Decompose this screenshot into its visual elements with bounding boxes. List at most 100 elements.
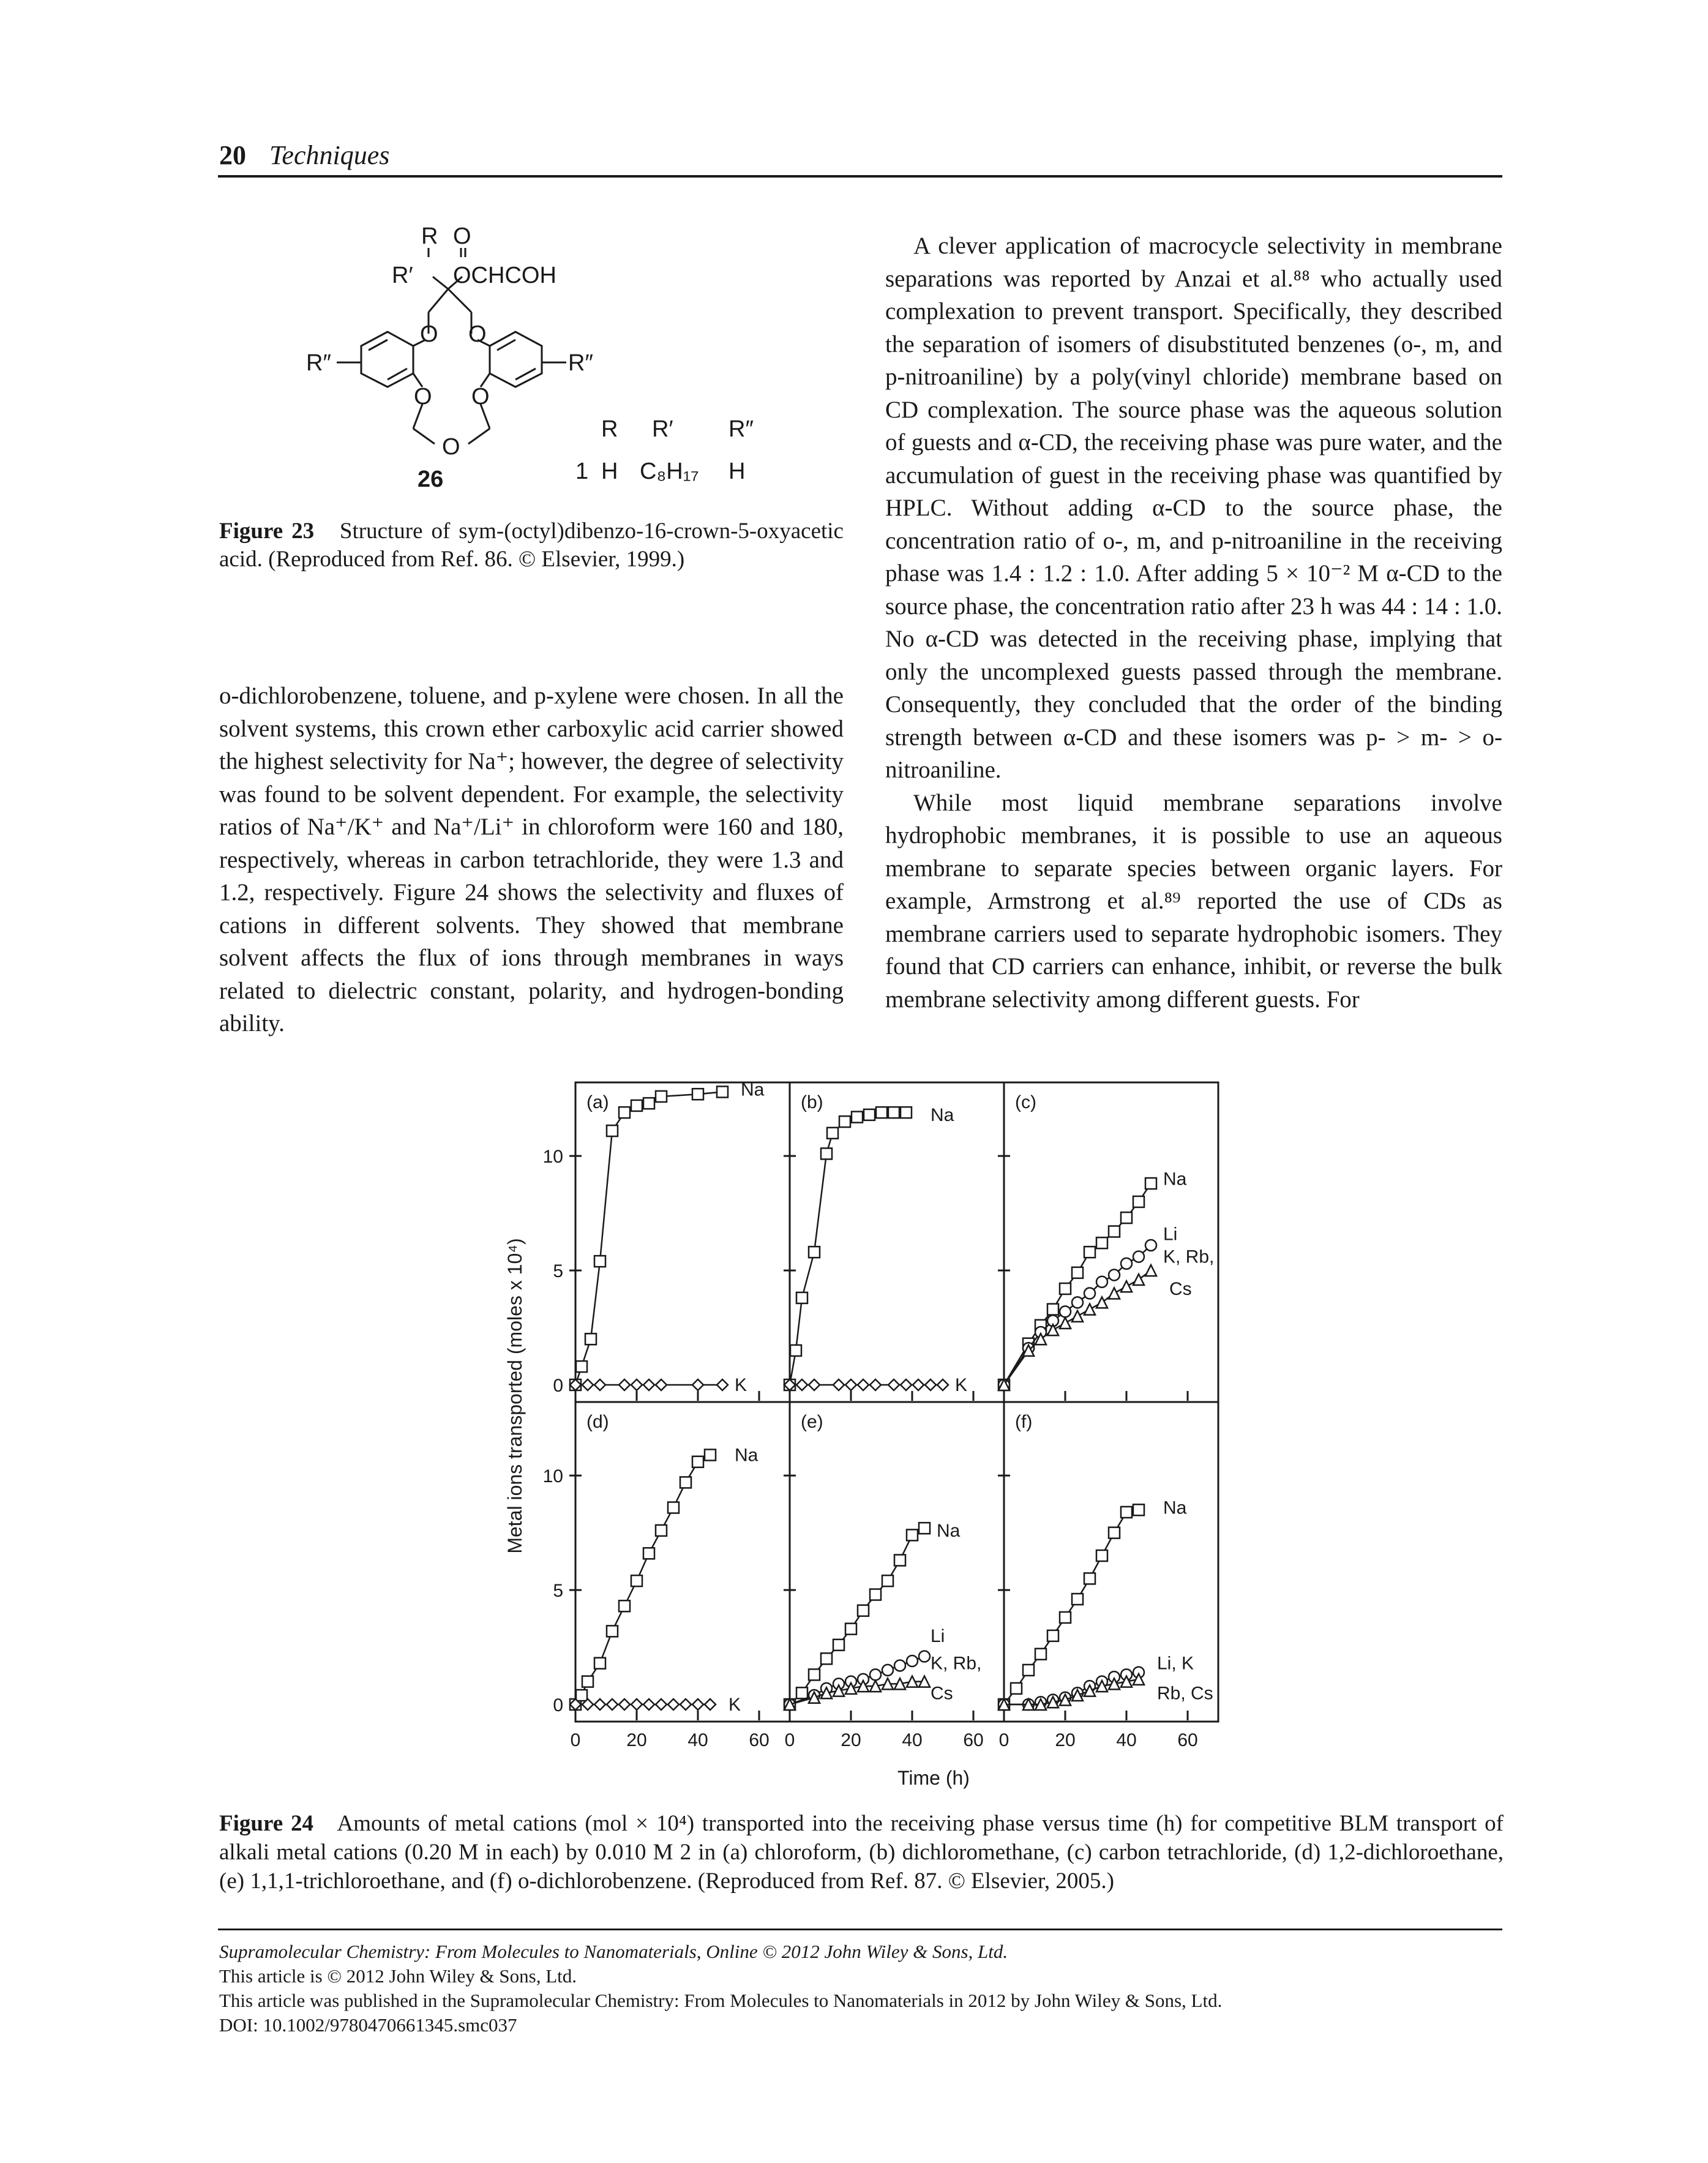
data-point-square [1058,1282,1072,1295]
series-label: Li [1163,1224,1177,1244]
label-O5: O [442,434,460,460]
series-label: Na [1163,1169,1187,1190]
data-point-triangle [807,1690,822,1704]
data-point-diamond [630,1698,643,1711]
data-point-diamond [642,1698,656,1711]
left-paragraph: o-dichlorobenzene, toluene, and p-xylene… [219,683,844,1037]
data-point-square [630,1099,643,1112]
data-point-square [575,1360,588,1373]
panel-label: (d) [586,1412,609,1432]
data-point-diamond [844,1378,858,1392]
x-tick-label: 20 [841,1730,861,1750]
data-point-square [1120,1211,1133,1224]
data-point-diamond [642,1378,656,1392]
data-point-diamond [654,1378,668,1392]
label-O4: O [471,384,490,410]
data-point-diamond [716,1378,729,1392]
x-tick-label: 60 [963,1730,983,1750]
data-point-square [893,1554,907,1567]
data-point-square [642,1096,656,1110]
series-label: K, Rb, [1163,1247,1214,1267]
label-R: R [421,227,438,249]
data-point-circle [905,1654,919,1668]
figure-24-caption-text: Amounts of metal cations (mol × 10⁴) tra… [219,1811,1504,1894]
data-point-diamond [887,1378,901,1392]
data-point-square [869,1588,882,1601]
footer-rule [218,1929,1502,1930]
table-row-num: 1 [575,459,588,484]
data-point-square [1132,1503,1145,1516]
data-point-square [654,1090,668,1103]
data-point-square [820,1147,833,1160]
data-point-diamond [679,1698,692,1711]
data-point-triangle [905,1674,920,1688]
data-point-square [1083,1572,1096,1585]
data-point-square [1046,1629,1060,1643]
header-rule [218,175,1502,178]
data-point-circle [1107,1269,1121,1281]
data-point-square [1071,1266,1084,1280]
data-point-square [575,1689,588,1702]
data-point-square [881,1574,894,1588]
data-point-square [679,1476,692,1489]
table-row-R: H [601,459,618,484]
data-point-square [667,1501,680,1514]
data-point-square [795,1291,809,1305]
footer-doi: DOI: 10.1002/9780470661345.smc037 [219,2014,517,2036]
data-point-square [691,1087,705,1101]
data-point-square [1107,1526,1121,1539]
data-point-triangle [1058,1316,1073,1330]
footer-line-3: This article was published in the Supram… [219,1990,1223,2011]
data-point-diamond [605,1698,619,1711]
data-point-square [618,1106,631,1119]
data-point-diamond [899,1378,913,1392]
figure-23-caption: Figure 23 Structure of sym-(octyl)dibenz… [219,517,844,574]
figure-23-label: Figure 23 [219,519,315,544]
series-label: Na [1163,1498,1187,1518]
data-point-triangle [1119,1279,1134,1293]
data-point-square [703,1449,717,1461]
data-point-circle [1144,1239,1158,1252]
data-point-square [905,1529,919,1542]
data-point-square [1046,1303,1060,1316]
y-axis-label: Metal ions transported (moles x 10⁴) [504,1238,526,1553]
series-label: Na [931,1105,954,1125]
data-point-triangle [1131,1672,1146,1686]
data-point-square [844,1622,858,1635]
data-point-triangle [844,1681,858,1695]
data-point-square [789,1344,803,1357]
x-tick-label: 60 [1177,1730,1197,1750]
data-point-triangle [1070,1688,1085,1702]
table-head-R: R [601,416,618,442]
data-point-square [1071,1592,1084,1606]
series-label: Rb, Cs [1157,1683,1213,1703]
data-point-diamond [856,1378,870,1392]
data-point-diamond [912,1378,925,1392]
label-O1: O [420,321,438,347]
y-tick-label: 10 [543,1147,563,1167]
data-point-square [863,1108,876,1122]
data-point-square [593,1254,607,1268]
data-point-triangle [1033,1697,1048,1711]
table-row-Rdbl: H [729,459,745,484]
y-tick-label: 0 [553,1695,563,1715]
data-point-triangle [1107,1286,1122,1300]
x-tick-label: 20 [1055,1730,1075,1750]
data-point-diamond [795,1378,809,1392]
compound-number: 26 [418,467,443,490]
x-tick-label: 0 [785,1730,795,1750]
table-head-Rprime: R′ [652,416,673,442]
data-point-square [1022,1663,1035,1677]
series-label: Na [735,1445,758,1466]
data-point-square [1009,1682,1023,1695]
x-tick-label: 40 [1116,1730,1136,1750]
data-point-square [807,1245,821,1259]
data-point-square [887,1106,901,1119]
figure-24-chart: Metal ions transported (moles x 10⁴) Tim… [504,1080,1219,1789]
data-point-diamond [924,1378,937,1392]
data-point-square [618,1599,631,1613]
data-point-triangle [1082,1683,1097,1697]
label-R-double-left: R″ [306,350,331,376]
figure-24-label: Figure 24 [219,1811,313,1836]
data-point-square [850,1111,864,1123]
